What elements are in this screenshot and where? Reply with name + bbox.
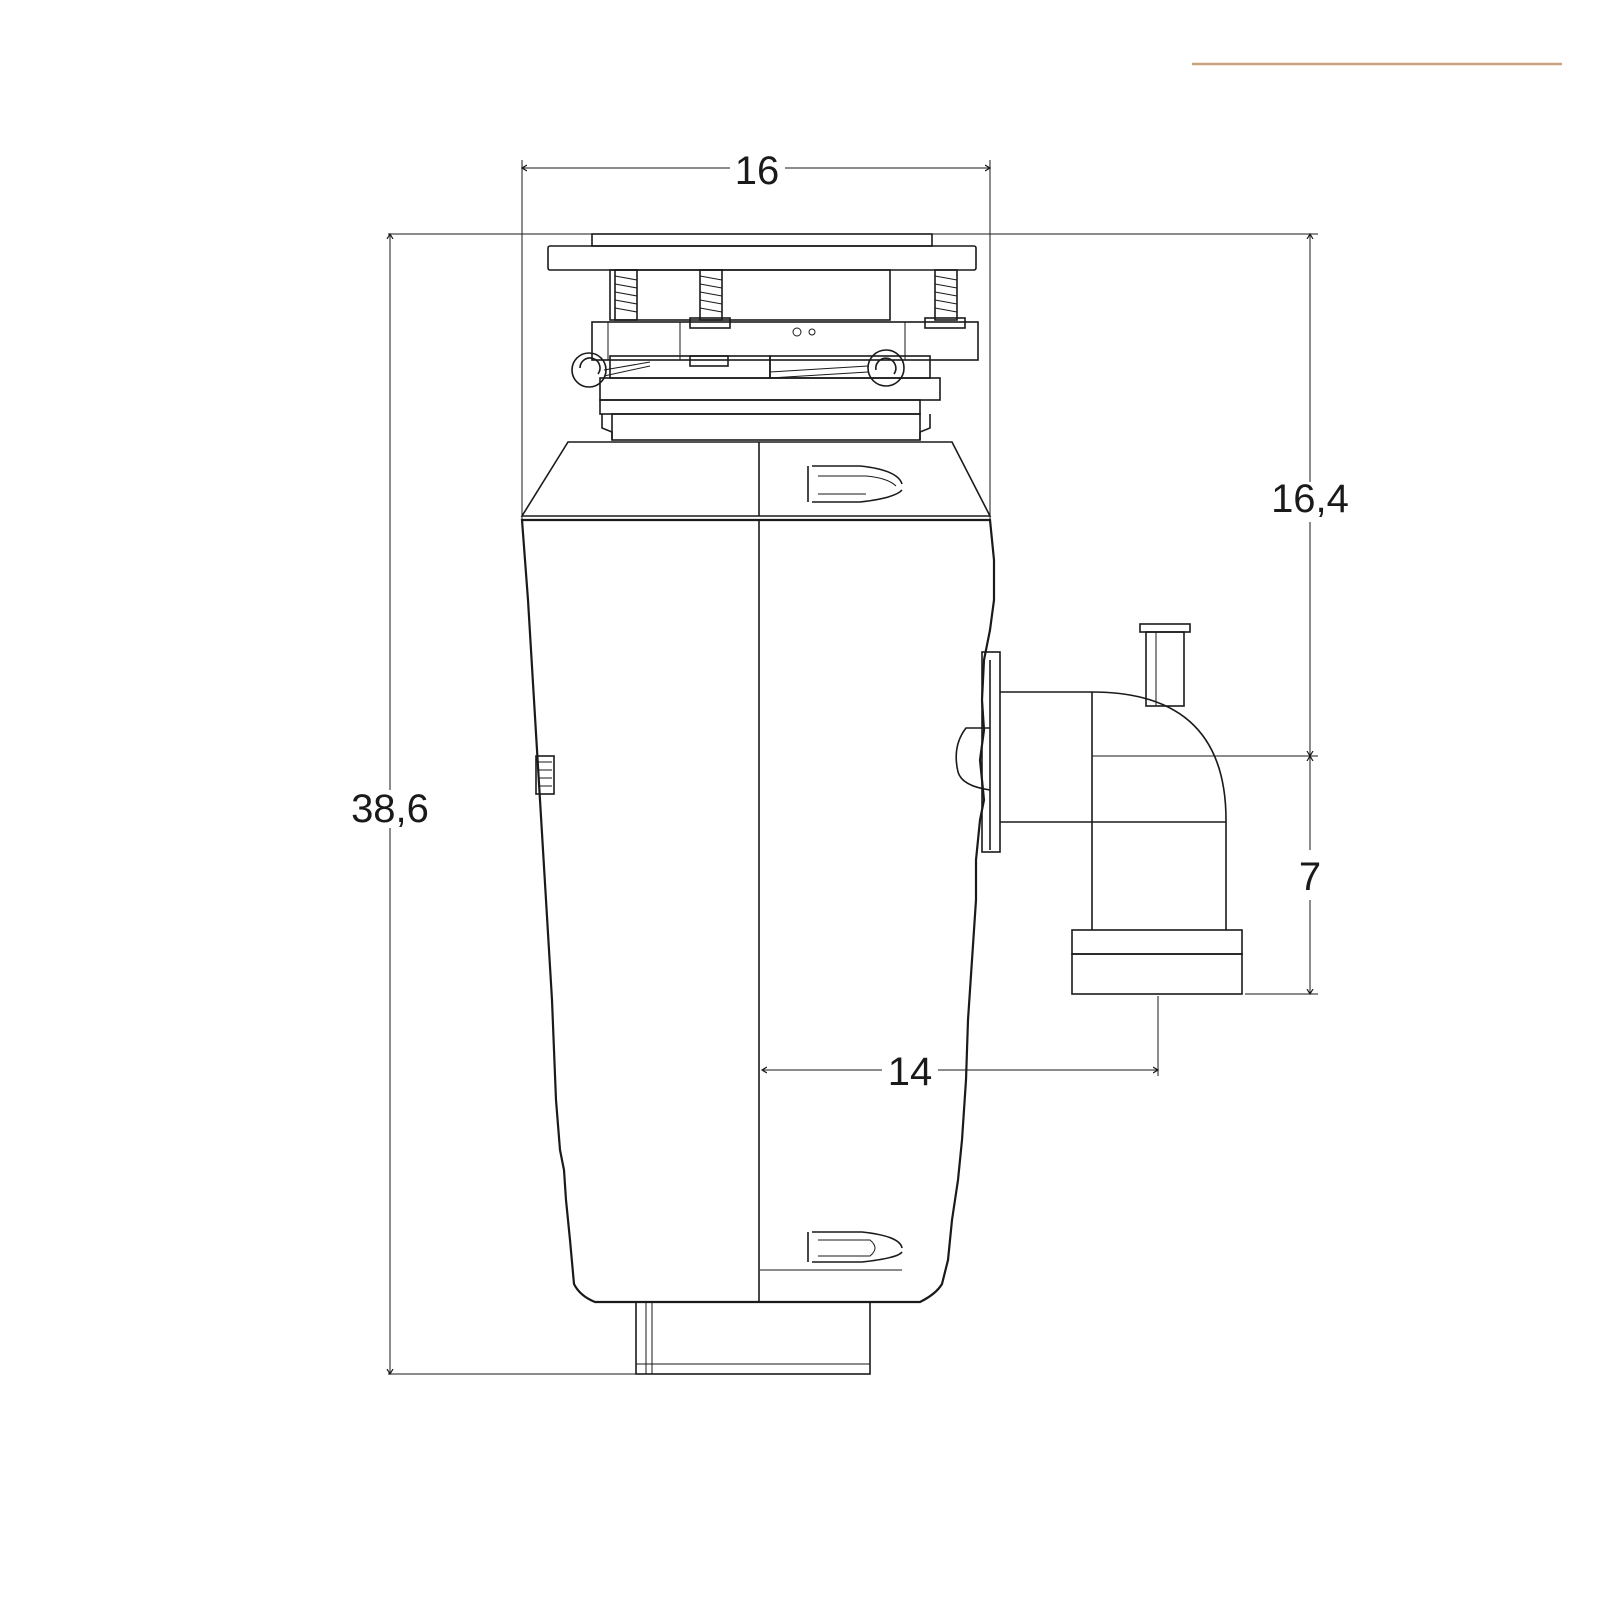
motor-housing — [520, 518, 996, 1304]
disposer-unit — [520, 233, 1243, 1375]
dimension-width: 16 — [522, 149, 990, 520]
dimension-outlet-offset: 14 — [762, 996, 1158, 1094]
mounting-screws — [609, 269, 958, 321]
dimension-label-width: 16 — [735, 149, 780, 193]
dimension-height-to-outlet: 16,4 — [1095, 234, 1349, 756]
mounting-ring — [571, 317, 979, 415]
dimension-label-height-to-outlet: 16,4 — [1271, 477, 1349, 521]
dimension-total-height: 38,6 — [351, 234, 1318, 1374]
dimension-outlet-height: 7 — [1245, 756, 1321, 994]
upper-housing — [520, 413, 992, 517]
dimension-label-outlet-offset: 14 — [888, 1050, 933, 1094]
dimension-label-outlet-height: 7 — [1299, 855, 1321, 899]
sink-flange — [547, 233, 977, 271]
bottom-collar — [635, 1301, 871, 1375]
discharge-outlet — [955, 623, 1243, 995]
dimension-label-total-height: 38,6 — [351, 787, 429, 831]
